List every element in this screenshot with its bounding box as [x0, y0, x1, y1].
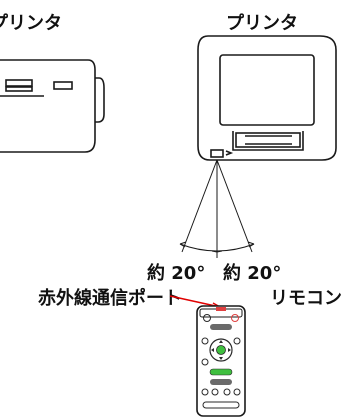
printer-front-view: [197, 35, 337, 161]
ir-port-pointer: [169, 295, 221, 308]
angle-right-label: 約 20°: [223, 263, 282, 284]
printer-left-label: プリンタ: [0, 13, 62, 34]
printer-right-label: プリンタ: [226, 13, 298, 34]
angle-left-label: 約 20°: [147, 263, 206, 284]
remote-label: リモコン: [270, 288, 342, 309]
printer-side-view: [0, 59, 105, 153]
ir-angle-cone: [179, 159, 255, 258]
remote-control: [196, 305, 246, 417]
printer-ir-port: [210, 149, 224, 158]
ir-port-label: 赤外線通信ポート: [38, 288, 182, 309]
